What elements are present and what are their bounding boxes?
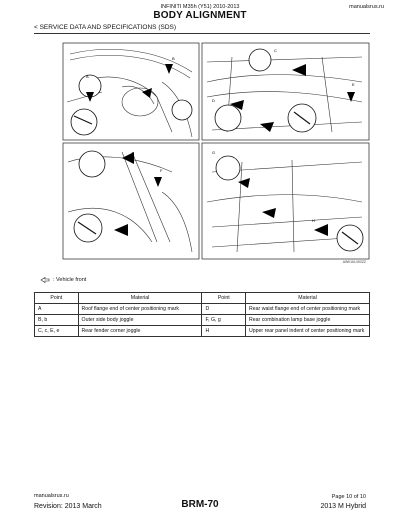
footer-model: 2013 M Hybrid [320, 503, 366, 510]
column-header: Material [245, 291, 370, 305]
table-cell: B, b [34, 314, 79, 327]
table-cell: C, c, E, e [34, 325, 79, 338]
figure-panel-roof-rear: A B [62, 42, 200, 141]
figure-point-label: E [352, 82, 355, 87]
figure-panel-rear-lamp: G H [201, 142, 370, 260]
figure-panel-rear-fender: F [62, 142, 200, 260]
figure-point-label: B [172, 56, 175, 61]
column-header: Point [201, 291, 247, 305]
table-cell: Outer side body joggle [77, 314, 203, 327]
figure-point-label: C [274, 48, 277, 53]
table-cell: Upper rear panel indent of center positi… [245, 325, 370, 338]
table-row: B, b Outer side body joggle F, G, g Rear… [34, 314, 370, 327]
vehicle-front-arrow-icon [40, 277, 50, 283]
legend: : Vehicle front [40, 277, 86, 283]
figure-point-label: H [312, 218, 315, 223]
figure-panel-rear-waist: C D E [201, 42, 370, 141]
column-header: Material [77, 291, 203, 305]
figure-point-label: G [212, 150, 215, 155]
table-cell: A [34, 303, 79, 316]
site-name[interactable]: manualsrus.ru [349, 4, 384, 10]
table-cell: H [201, 325, 247, 338]
table-cell: F, G, g [201, 314, 247, 327]
table-cell: Rear waist flange end of center position… [245, 303, 370, 316]
table-cell: Roof flange end of center positioning ma… [77, 303, 203, 316]
table-row: C, c, E, e Rear fender corner joggle H U… [34, 325, 370, 338]
table-row: A Roof flange end of center positioning … [34, 303, 370, 316]
footer-revision: Revision: 2013 March [34, 503, 102, 510]
table-header-row: Point Material Point Material [34, 291, 370, 305]
page-code: BRM-70 [181, 499, 219, 510]
legend-text: : Vehicle front [53, 277, 87, 283]
figure-point-label: A [86, 74, 89, 79]
figure-point-label: F [160, 168, 163, 173]
table-cell: D [201, 303, 247, 316]
header-divider [34, 33, 370, 34]
page-number: Page 10 of 10 [331, 494, 366, 500]
footer-site[interactable]: manualsrus.ru [34, 493, 69, 499]
section-breadcrumb[interactable]: < SERVICE DATA AND SPECIFICATIONS (SDS) [34, 24, 177, 31]
table-cell: Rear fender corner joggle [77, 325, 203, 338]
figure-code: AWKIA1493ZZ [342, 260, 366, 264]
model-years: INFINITI M35h (Y51) 2010-2013 [160, 4, 240, 10]
column-header: Point [34, 291, 79, 305]
page-title: BODY ALIGNMENT [153, 10, 247, 21]
figure-point-label: D [212, 98, 215, 103]
body-alignment-figure: A B C D E F [62, 42, 370, 260]
spec-table: Point Material Point Material A Roof fla… [34, 291, 370, 338]
table-cell: Rear combination lamp base joggle [245, 314, 370, 327]
